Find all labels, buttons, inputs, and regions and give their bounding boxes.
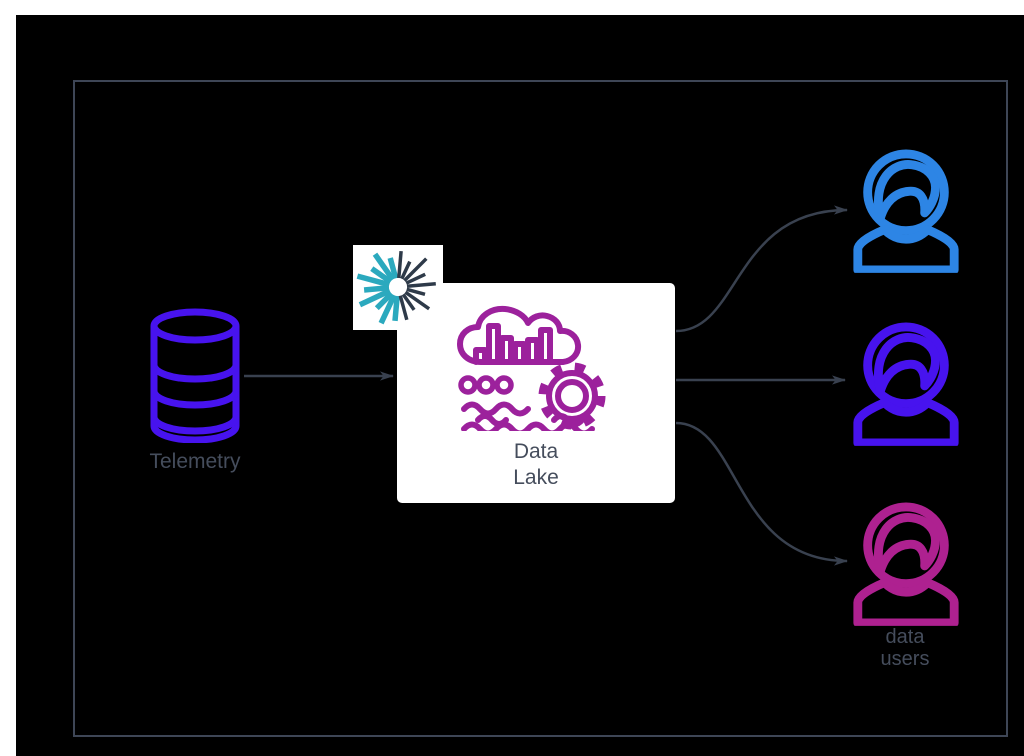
database-cylinder-icon [150,308,240,443]
user-top-person-icon [847,145,965,273]
data-lake-label-line1: Data [513,440,559,463]
data-lake-label: Data Lake [397,439,675,491]
user-bottom-person-icon [847,498,965,626]
data-users-label-line1: data [885,626,925,648]
starburst-rays-icon [356,250,436,325]
edge-datalake-to-user-top [675,205,848,333]
data-users-label-line2: users [880,648,930,670]
data-lake-cloud-chart-gear-waves-icon [457,305,606,431]
diagram-frame [73,80,1008,737]
data-users-label: data users [843,626,967,670]
telemetry-node [150,308,240,443]
user-middle-person-icon [847,318,965,446]
telemetry-label: Telemetry [149,450,241,473]
data-lake-label-line2: Lake [513,466,559,489]
ingest-logo-node [353,245,443,330]
data-lake-node: Data Lake [397,283,675,503]
edge-datalake-to-user-bottom [675,421,848,566]
